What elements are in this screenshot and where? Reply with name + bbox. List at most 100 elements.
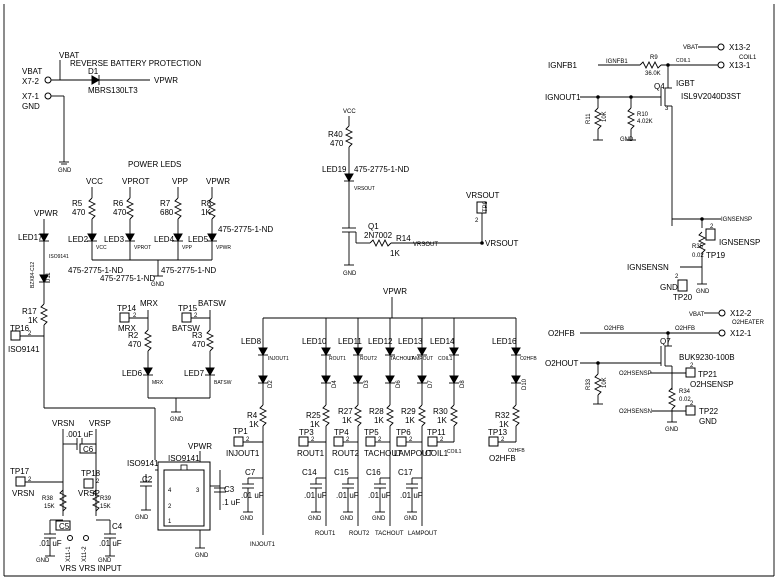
tp16-testpoint[interactable] <box>10 330 21 341</box>
c6-label: C6 <box>83 445 94 454</box>
led19-icon <box>344 173 354 183</box>
r25-label: R25 <box>306 411 321 420</box>
c3-value: .1 uF <box>222 498 240 507</box>
x12-2-label: X12-2 <box>730 309 752 318</box>
c5-label-box <box>55 520 71 531</box>
r38-label: R38 <box>42 496 54 502</box>
tp14-testpoint[interactable] <box>119 312 130 323</box>
r17-label: R17 <box>22 307 37 316</box>
r40-value: 470 <box>330 139 344 148</box>
c2-label: C2 <box>142 475 153 484</box>
c17-value: .01 uF <box>400 491 423 500</box>
led14-label: LED14 <box>430 337 455 346</box>
tp15-testpoint[interactable] <box>181 312 192 323</box>
ignsensp-label: IGNSENSP <box>719 238 760 247</box>
x7-1-label: X7-1 <box>22 92 39 101</box>
injout1-bottom: INJOUT1 <box>250 542 276 548</box>
tp13-testpoint[interactable] <box>488 436 499 447</box>
tp20-testpoint[interactable] <box>677 279 688 292</box>
vpwr-net-iso: VPWR <box>34 209 58 218</box>
ignition-section: VBAT X13-2 COIL1 X13-1 IGNFB1 IGNFB1 R9 … <box>545 43 760 302</box>
x12-1-pin <box>718 329 726 337</box>
led7-tag: BATSW <box>214 380 232 386</box>
tp1-net: INJOUT1 <box>226 449 260 458</box>
tp1-testpoint[interactable] <box>233 436 244 447</box>
r4-label: R4 <box>247 411 258 420</box>
led8-icon <box>258 347 268 357</box>
led7-icon <box>205 367 215 377</box>
vrs-label: VRS <box>60 564 76 573</box>
tp4-testpoint[interactable] <box>333 436 344 447</box>
mrx-batsw-section: MRX BATSW TP14 2 MRX TP15 2 BATSW R2 470… <box>117 299 232 423</box>
gnd-label-7: GND <box>696 289 710 295</box>
led2-icon <box>87 233 97 243</box>
ignout1-net: IGNOUT1 <box>545 93 581 102</box>
ic-pin1: 1 <box>168 519 172 525</box>
r28-label: R28 <box>369 407 384 416</box>
led3-label: LED3 <box>104 235 125 244</box>
led4-tag: VPP <box>182 245 193 251</box>
ic-pin2: 2 <box>168 504 172 510</box>
led17-icon <box>39 233 49 243</box>
tp22-label: TP22 <box>699 407 719 416</box>
vpp-net: VPP <box>172 177 188 186</box>
tp18-testpoint[interactable] <box>83 478 94 489</box>
tp3-pin: 2 <box>311 437 315 443</box>
tp6-testpoint[interactable] <box>396 436 407 447</box>
r8-value: 1K <box>201 208 211 217</box>
r25-value: 1K <box>310 420 320 429</box>
tp21-label: TP21 <box>698 370 718 379</box>
d8-label: D8 <box>460 380 466 388</box>
tp5-testpoint[interactable] <box>365 436 376 447</box>
o2hfb-net: O2HFB <box>548 329 575 338</box>
tp9-testpoint[interactable] <box>476 201 487 214</box>
gnd-label-1: GND <box>58 168 72 174</box>
vpwr-net-outputs: VPWR <box>383 287 407 296</box>
tp18-label: TP18 <box>81 469 101 478</box>
led16-icon <box>511 347 521 357</box>
tp3-testpoint[interactable] <box>298 436 309 447</box>
led16-tag: O2HFB <box>520 356 537 362</box>
tp15-label: TP15 <box>178 304 198 313</box>
d7-label: D7 <box>428 380 434 388</box>
gnd-label-12: GND <box>195 553 209 559</box>
gnd-label-tp22: GND <box>699 417 717 426</box>
d8-zener-icon <box>449 375 459 385</box>
tp13-label: TP13 <box>488 428 508 437</box>
led6-tag: MRX <box>152 380 164 386</box>
ignsensp-testpoint[interactable] <box>705 228 716 241</box>
r10-label: R10 <box>637 112 649 118</box>
led19-label: LED19 <box>322 165 347 174</box>
batsw-net-top: BATSW <box>198 299 226 308</box>
c3-label: C3 <box>224 485 235 494</box>
reverse-battery-section: VBAT REVERSE BATTERY PROTECTION VBAT X7-… <box>22 51 201 174</box>
d11-part: BZX84-C12 <box>30 262 36 288</box>
tp14-net: MRX <box>118 324 136 333</box>
tp11-testpoint[interactable] <box>427 436 438 447</box>
vpwr-net-ic: VPWR <box>188 442 212 451</box>
tp6-label: TP6 <box>396 428 411 437</box>
ignfb1-tag: IGNFB1 <box>606 59 628 65</box>
vrsout-net-1: VRSOUT <box>413 242 438 248</box>
r29-value: 1K <box>405 416 415 425</box>
tp16-pin: 2 <box>28 331 32 337</box>
vbat-net-top: VBAT <box>59 51 79 60</box>
r3-value: 470 <box>192 340 206 349</box>
led12-icon <box>385 347 395 357</box>
x13-1-label: X13-1 <box>729 61 751 70</box>
iso9141-net-left: ISO9141 <box>127 459 159 468</box>
tp17-testpoint[interactable] <box>15 476 26 487</box>
coil1-out-tag: COIL1 <box>447 449 462 455</box>
led11-icon <box>353 347 363 357</box>
led3-part: 475-2775-1-ND <box>100 274 155 283</box>
d1-diode-icon <box>91 75 101 85</box>
led3-icon <box>125 233 135 243</box>
vcc-net-1: VCC <box>86 177 103 186</box>
x13-1-pin <box>717 61 725 69</box>
d2-zener-icon <box>258 375 268 385</box>
tp21-testpoint[interactable] <box>685 367 696 378</box>
vbat-net-o2: VBAT <box>689 312 705 318</box>
c14-value: .01 uF <box>304 491 327 500</box>
c15-value: .01 uF <box>336 491 359 500</box>
tp22-testpoint[interactable] <box>685 405 696 416</box>
